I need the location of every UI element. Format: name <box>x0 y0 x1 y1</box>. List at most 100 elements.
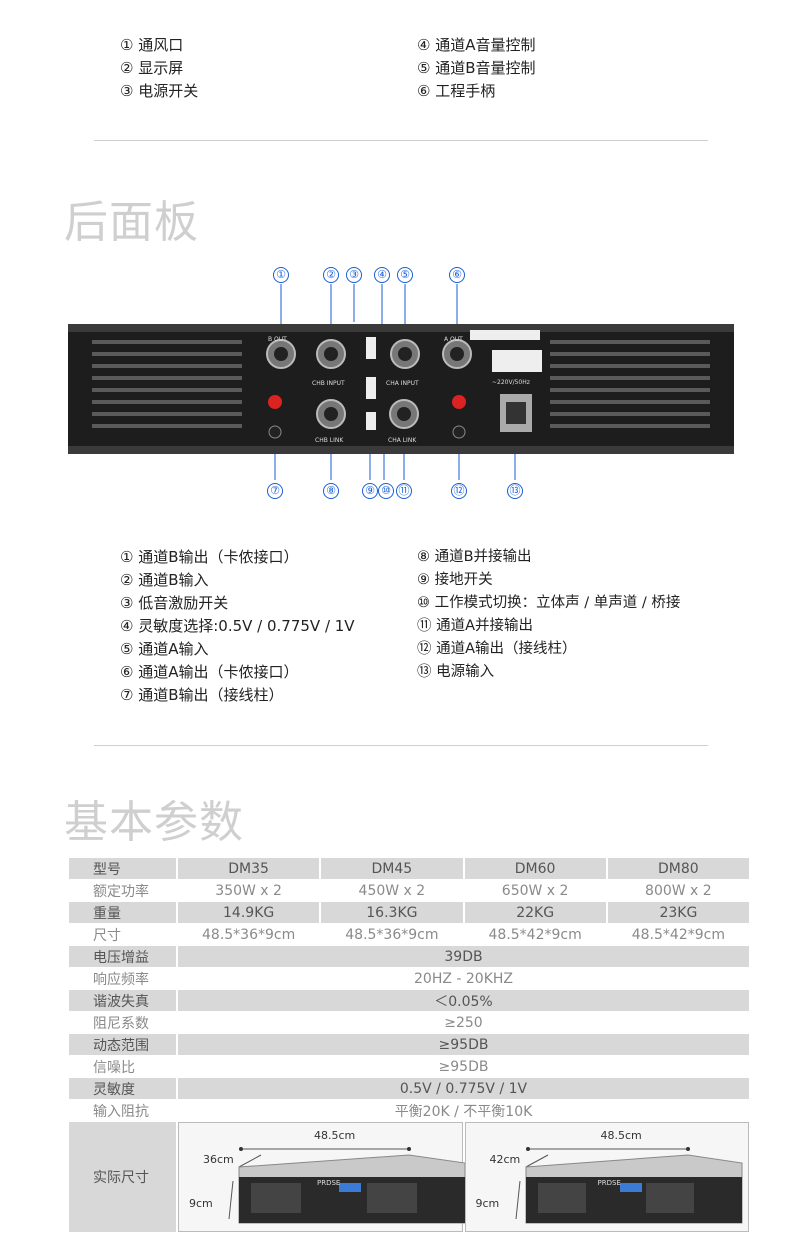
table-cell: ≥250 <box>178 1012 749 1033</box>
callout-3: ③ <box>346 267 362 283</box>
label-chb-input: CHB INPUT <box>312 380 345 387</box>
table-row: 响应频率 20HZ - 20KHZ <box>69 968 749 989</box>
table-cell: 阻尼系数 <box>69 1012 176 1033</box>
callout-5: ⑤ <box>397 267 413 283</box>
dimension-cell: 48.5cm 36cm 9cm PRDSE <box>178 1122 466 1232</box>
list-item: ④ 灵敏度选择:0.5V / 0.775V / 1V <box>120 617 355 635</box>
table-cell: 800W x 2 <box>607 880 749 901</box>
depth-label: 36cm <box>203 1153 234 1166</box>
table-cell: 响应频率 <box>69 968 176 989</box>
list-item: ① 通风口 <box>120 36 184 54</box>
front-list-left: ① 通风口 ② 显示屏 ③ 电源开关 <box>120 34 198 103</box>
list-item: ④ 通道A音量控制 <box>417 36 536 54</box>
table-cell: 650W x 2 <box>464 880 606 901</box>
callout-13: ⑬ <box>507 483 523 499</box>
dimension-figure: 48.5cm 42cm 9cm PRDSE <box>464 1122 749 1232</box>
list-item: ⑤ 通道B音量控制 <box>417 59 536 77</box>
list-item: ① 通道B输出（卡侬接口） <box>120 548 299 566</box>
table-cell: ＜0.05% <box>178 990 749 1011</box>
label-cha-link: CHA LINK <box>388 437 417 444</box>
table-cell: 450W x 2 <box>321 880 463 901</box>
table-cell: 实际尺寸 <box>69 1122 176 1232</box>
amp-dimension-drawing <box>228 1147 466 1224</box>
table-row: 信噪比 ≥95DB <box>69 1056 749 1077</box>
label-voltage: ~220V/50Hz <box>492 379 530 386</box>
table-cell: 电压增益 <box>69 946 176 967</box>
callout-11: ⑪ <box>396 483 412 499</box>
table-cell: 22KG <box>464 902 606 923</box>
table-cell: 0.5V / 0.775V / 1V <box>178 1078 749 1099</box>
table-cell: 14.9KG <box>178 902 320 923</box>
table-cell: DM45 <box>321 858 463 879</box>
rear-panel-diagram: B OUT A OUT CHB INPUT CHA INPUT CHB LINK… <box>68 284 734 480</box>
list-item: ② 通道B输入 <box>120 571 209 589</box>
table-cell: 动态范围 <box>69 1034 176 1055</box>
table-cell: 重量 <box>69 902 176 923</box>
list-item: ⑬ 电源输入 <box>417 664 495 680</box>
table-cell: 350W x 2 <box>178 880 320 901</box>
table-cell: 平衡20K / 不平衡10K <box>178 1100 749 1121</box>
width-label: 48.5cm <box>314 1129 356 1142</box>
label-b-out: B OUT <box>268 336 287 343</box>
width-label: 48.5cm <box>600 1129 642 1142</box>
front-list-right: ④ 通道A音量控制 ⑤ 通道B音量控制 ⑥ 工程手柄 <box>417 34 536 103</box>
table-cell: 灵敏度 <box>69 1078 176 1099</box>
list-item: ⑥ 通道A输出（卡侬接口） <box>120 663 299 681</box>
callout-4: ④ <box>374 267 390 283</box>
callout-1: ① <box>273 267 289 283</box>
table-cell: ≥95DB <box>178 1056 749 1077</box>
table-row: 输入阻抗 平衡20K / 不平衡10K <box>69 1100 749 1121</box>
amp-dimension-drawing <box>515 1147 742 1224</box>
table-cell: DM80 <box>607 858 749 879</box>
label-cha-input: CHA INPUT <box>386 380 419 387</box>
table-cell: 48.5*36*9cm <box>321 924 463 945</box>
label-chb-link: CHB LINK <box>315 437 344 444</box>
table-row: 阻尼系数 ≥250 <box>69 1012 749 1033</box>
list-item: ⑥ 工程手柄 <box>417 82 496 100</box>
list-item: ⑪ 通道A并接输出 <box>417 618 534 634</box>
table-cell: DM35 <box>178 858 320 879</box>
list-item: ③ 低音激励开关 <box>120 594 229 612</box>
callout-10: ⑩ <box>378 483 394 499</box>
rear-list-left: ① 通道B输出（卡侬接口） ② 通道B输入 ③ 低音激励开关 ④ 灵敏度选择:0… <box>120 546 355 707</box>
list-item: ⑦ 通道B输出（接线柱） <box>120 686 284 704</box>
list-item: ③ 电源开关 <box>120 82 199 100</box>
table-cell: 输入阻抗 <box>69 1100 176 1121</box>
depth-label: 42cm <box>489 1153 521 1166</box>
list-item: ⑫ 通道A输出（接线柱） <box>417 641 577 657</box>
table-row: 灵敏度 0.5V / 0.775V / 1V <box>69 1078 749 1099</box>
list-item: ⑨ 接地开关 <box>417 572 493 588</box>
table-cell: DM60 <box>464 858 606 879</box>
table-row: 电压增益 39DB <box>69 946 749 967</box>
divider <box>94 140 708 141</box>
spec-table: 型号 DM35 DM45 DM60 DM80 额定功率 350W x 2 450… <box>67 857 751 1233</box>
brand-logo: PRDSE <box>317 1179 341 1187</box>
list-item: ⑩ 工作模式切换：立体声 / 单声道 / 桥接 <box>417 595 681 611</box>
callout-7: ⑦ <box>267 483 283 499</box>
table-cell: 23KG <box>607 902 749 923</box>
table-cell: 谐波失真 <box>69 990 176 1011</box>
table-cell: 16.3KG <box>321 902 463 923</box>
callout-9: ⑨ <box>362 483 378 499</box>
section-title-rear: 后面板 <box>64 197 199 248</box>
section-title-specs: 基本参数 <box>64 797 244 848</box>
table-cell: 尺寸 <box>69 924 176 945</box>
callout-6: ⑥ <box>449 267 465 283</box>
callout-8: ⑧ <box>323 483 339 499</box>
table-cell: 48.5*42*9cm <box>607 924 749 945</box>
table-row: 重量 14.9KG 16.3KG 22KG 23KG <box>69 902 749 923</box>
table-cell: 48.5*42*9cm <box>464 924 606 945</box>
height-label: 9cm <box>475 1197 500 1210</box>
brand-logo: PRDSE <box>597 1179 621 1187</box>
table-row: 动态范围 ≥95DB <box>69 1034 749 1055</box>
table-cell: 48.5*36*9cm <box>178 924 320 945</box>
table-cell: ≥95DB <box>178 1034 749 1055</box>
table-row: 型号 DM35 DM45 DM60 DM80 <box>69 858 749 879</box>
dimension-figure: 48.5cm 36cm 9cm PRDSE <box>178 1122 466 1232</box>
table-cell: 额定功率 <box>69 880 176 901</box>
table-cell: 20HZ - 20KHZ <box>178 968 749 989</box>
divider <box>94 745 708 746</box>
table-row: 实际尺寸 48.5cm 36cm 9cm PRDSE <box>69 1122 749 1232</box>
list-item: ⑤ 通道A输入 <box>120 640 209 658</box>
list-item: ② 显示屏 <box>120 59 184 77</box>
